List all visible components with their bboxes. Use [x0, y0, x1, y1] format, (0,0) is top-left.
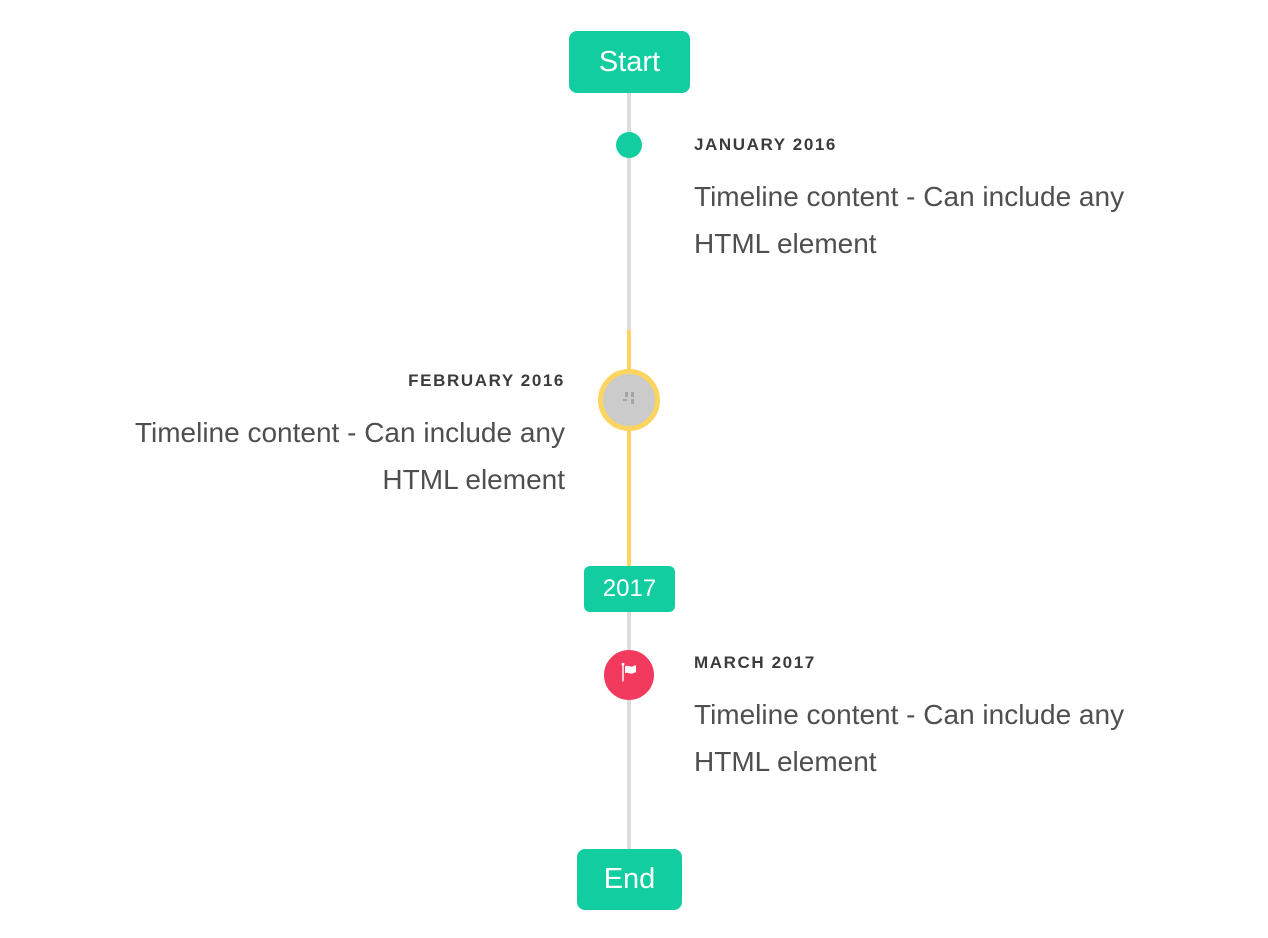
timeline-line-bottom [627, 612, 631, 849]
timeline-marker-flag[interactable] [604, 650, 654, 700]
entry-content: Timeline content - Can include any HTML … [694, 181, 1125, 259]
flag-icon [617, 661, 641, 690]
timeline-marker-selected[interactable] [598, 369, 660, 431]
end-badge-label: End [603, 863, 656, 895]
broken-image-icon [622, 391, 637, 410]
entry-title: FEBRUARY 2016 [408, 371, 565, 390]
timeline-line-top [627, 92, 631, 330]
timeline-line-highlighted [627, 330, 631, 566]
entry-content: Timeline content - Can include any HTML … [694, 699, 1125, 777]
year-badge[interactable]: 2017 [584, 566, 675, 612]
start-badge[interactable]: Start [569, 31, 690, 93]
entry-title: MARCH 2017 [694, 653, 816, 672]
timeline-marker-dot[interactable] [616, 132, 642, 158]
entry-title: JANUARY 2016 [694, 135, 837, 154]
entry-content: Timeline content - Can include any HTML … [134, 417, 565, 495]
year-badge-label: 2017 [602, 575, 657, 602]
start-badge-label: Start [598, 45, 661, 78]
end-badge[interactable]: End [577, 849, 682, 910]
